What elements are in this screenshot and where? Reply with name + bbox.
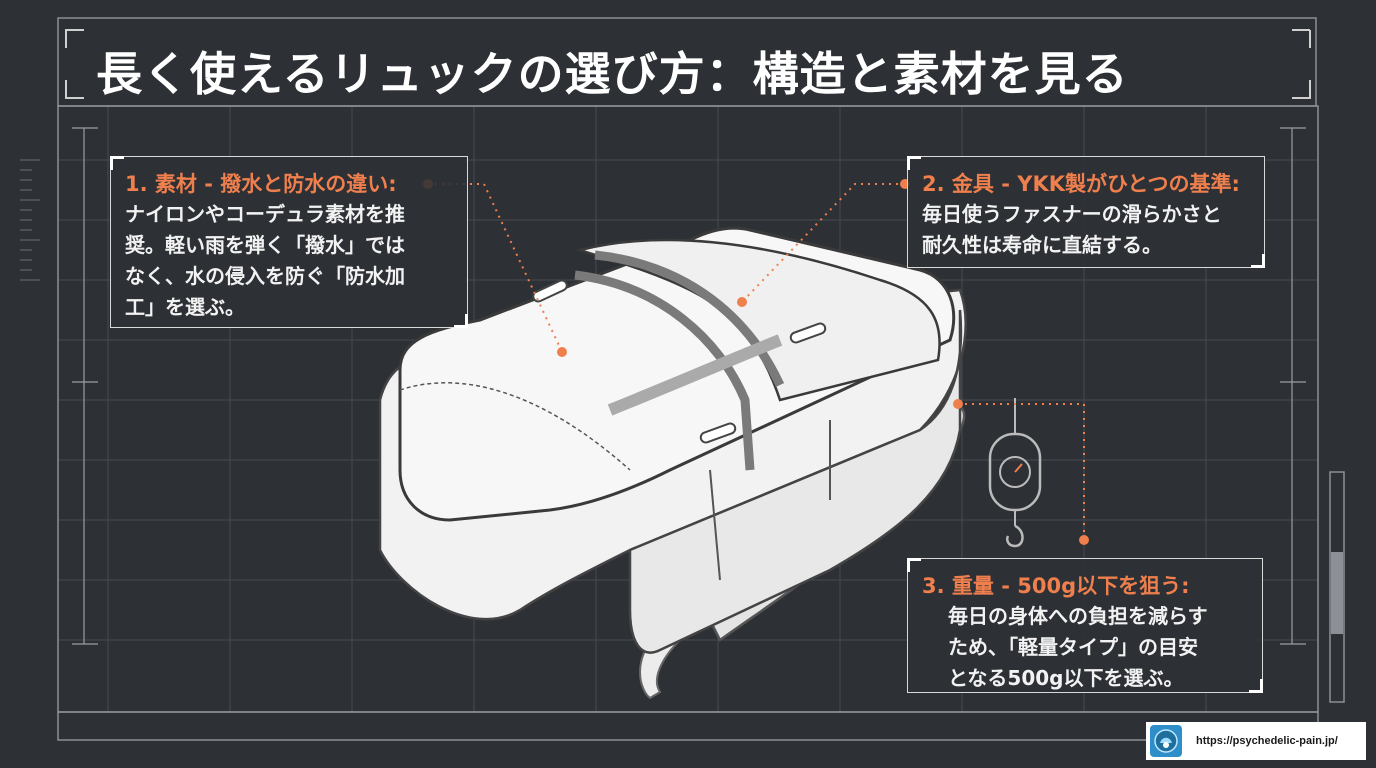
callout-line: 奨。軽い雨を弾く「撥水」では [125,233,405,257]
site-logo-icon [1154,729,1178,753]
callout-title: 1. 素材 - 撥水と防水の違い: [125,172,397,196]
corner-mark [1251,254,1265,268]
corner-mark [907,156,921,170]
site-logo [1150,725,1182,757]
callout-body: ナイロンやコーデュラ素材を推 奨。軽い雨を弾く「撥水」では なく、水の侵入を防ぐ… [125,199,453,323]
callout-body: 毎日使うファスナーの滑らかさと 耐久性は寿命に直結する。 [922,199,1250,261]
callout-line: となる500g以下を選ぶ。 [948,666,1184,690]
corner-mark [110,156,124,170]
callout-line: 工」を選ぶ。 [125,295,245,319]
callout-title: 3. 重量 - 500g以下を狙う: [922,574,1190,598]
callout-line: 毎日使うファスナーの滑らかさと [922,202,1222,226]
corner-mark [454,314,468,328]
page-title: 長く使えるリュックの選び方：構造と素材を見る [96,47,1129,101]
callout-line: ナイロンやコーデュラ素材を推 [125,202,405,226]
site-url[interactable]: https://psychedelic-pain.jp/ [1196,735,1338,747]
corner-mark [907,558,921,572]
callout-material: 1. 素材 - 撥水と防水の違い: ナイロンやコーデュラ素材を推 奨。軽い雨を弾… [110,156,468,328]
backpack-illustration [378,226,967,700]
callout-line: なく、水の侵入を防ぐ「防水加 [125,264,405,288]
site-watermark[interactable]: https://psychedelic-pain.jp/ [1146,722,1366,760]
callout-title: 2. 金具 - YKK製がひとつの基準: [922,172,1240,196]
callout-body: 毎日の身体への負担を減らす ため、「軽量タイプ」の目安 となる500g以下を選ぶ… [922,601,1248,694]
callout-line: ため、「軽量タイプ」の目安 [948,635,1198,659]
corner-mark [1249,679,1263,693]
callout-weight: 3. 重量 - 500g以下を狙う: 毎日の身体への負担を減らす ため、「軽量タ… [907,558,1263,693]
callout-line: 毎日の身体への負担を減らす [948,604,1208,628]
callout-hardware: 2. 金具 - YKK製がひとつの基準: 毎日使うファスナーの滑らかさと 耐久性… [907,156,1265,268]
callout-line: 耐久性は寿命に直結する。 [922,233,1162,257]
